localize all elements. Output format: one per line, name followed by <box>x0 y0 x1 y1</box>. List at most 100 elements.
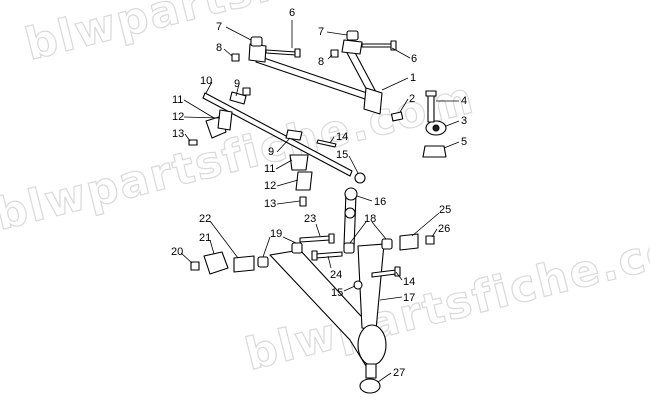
leader-27 <box>377 372 392 383</box>
callout-22: 22 <box>199 213 211 225</box>
nut-15-upper <box>354 172 366 184</box>
bushing-19-a <box>257 256 269 268</box>
bolt-6-right-head <box>390 40 397 51</box>
callout-26: 26 <box>438 223 450 235</box>
nut-20 <box>190 261 200 271</box>
bracket-12-right <box>295 171 313 191</box>
bracket-11-right <box>289 154 309 171</box>
callout-16: 16 <box>374 196 386 208</box>
leader-13b <box>276 200 301 205</box>
cap-5 <box>422 145 447 158</box>
callout-18: 18 <box>364 213 376 225</box>
bolt-23 <box>299 235 331 243</box>
callout-19: 19 <box>270 228 282 240</box>
bushing-7-right <box>346 30 359 41</box>
leader-22 <box>209 220 239 259</box>
bolt-4-head <box>425 90 437 97</box>
leader-lines <box>180 20 460 383</box>
callout-25: 25 <box>439 204 451 216</box>
leader-17 <box>379 296 403 301</box>
callout-labels: 1 2 3 4 5 6 6 7 7 8 8 9 9 10 11 11 12 12… <box>171 7 467 379</box>
sleeve-22 <box>233 255 255 273</box>
bushing-18-a <box>343 242 355 254</box>
callout-15a: 15 <box>336 149 348 161</box>
leader-8b <box>327 54 333 60</box>
nut-8-right <box>330 49 339 58</box>
ball-joint-27 <box>359 378 381 394</box>
callout-17: 17 <box>403 292 415 304</box>
bolt-23-head <box>328 233 335 244</box>
sleeve-25 <box>399 233 419 251</box>
leader-5 <box>443 141 460 149</box>
callout-3: 3 <box>461 115 467 127</box>
lower-arm-knuckle <box>357 324 387 366</box>
stud-27 <box>365 363 377 379</box>
leader-9b <box>276 137 291 153</box>
bushing-18-b <box>381 238 393 250</box>
callout-2: 2 <box>409 93 415 105</box>
upper-arm-sleeve <box>363 87 383 115</box>
callout-7a: 7 <box>216 21 222 33</box>
leader-21 <box>209 239 215 255</box>
leader-20 <box>180 252 193 264</box>
leader-19a <box>262 236 271 258</box>
watermark: blwpartsfiche.com blwpartsfiche.com blwp… <box>0 0 650 381</box>
bolt-6-left-head <box>294 48 301 58</box>
leader-8a <box>223 48 233 57</box>
callout-12b: 12 <box>264 180 276 192</box>
upper-arm-bracket-left <box>248 43 267 63</box>
leader-26 <box>431 228 438 238</box>
bolt-4 <box>427 93 435 123</box>
bolt-14-lower-head <box>394 266 401 277</box>
leader-11a <box>183 99 215 119</box>
leader-12b <box>276 179 299 187</box>
callout-27: 27 <box>393 367 405 379</box>
bracket-12-left <box>217 109 233 131</box>
bolt-24-head <box>311 250 318 261</box>
leader-7b <box>326 31 348 36</box>
callout-7b: 7 <box>318 26 324 38</box>
leader-12a <box>183 116 221 119</box>
nut-9-left <box>242 87 251 96</box>
callout-15b: 15 <box>331 287 343 299</box>
callout-11a: 11 <box>172 94 183 106</box>
leader-18a <box>349 221 367 244</box>
leader-15b <box>343 285 356 292</box>
clamp-9-left <box>229 91 247 105</box>
callout-23: 23 <box>304 213 316 225</box>
leader-10 <box>205 81 213 94</box>
callout-1: 1 <box>410 72 416 84</box>
leader-15a <box>348 155 359 174</box>
callout-14b: 14 <box>403 276 415 288</box>
leader-2 <box>399 98 409 113</box>
callout-10: 10 <box>200 75 212 87</box>
leader-1 <box>381 77 409 91</box>
bolt-6-left <box>265 49 297 56</box>
leader-25 <box>411 212 440 237</box>
leader-6b <box>391 47 411 59</box>
callout-14a: 14 <box>336 131 348 143</box>
upper-a-arm <box>231 30 447 158</box>
leader-16 <box>356 195 373 202</box>
leader-9a <box>235 83 240 97</box>
callout-13b: 13 <box>264 198 276 210</box>
callout-6b: 6 <box>411 53 417 65</box>
leader-18b <box>371 221 387 240</box>
callout-11b: 11 <box>264 163 275 175</box>
link-16-bottom <box>344 207 356 219</box>
ball-joint-3-center <box>432 124 440 132</box>
nut-8-left <box>231 53 240 62</box>
clamp-9-right <box>285 129 303 141</box>
upper-arm-bracket-right <box>341 39 363 55</box>
bolt-24 <box>315 251 343 259</box>
callout-5: 5 <box>461 136 467 148</box>
callout-8b: 8 <box>318 56 324 68</box>
callout-12a: 12 <box>172 111 184 123</box>
link-16-top <box>344 187 358 201</box>
spacer-2 <box>390 111 404 122</box>
callout-4: 4 <box>461 95 467 107</box>
callout-6a: 6 <box>289 7 295 19</box>
leader-3 <box>445 120 460 127</box>
leader-14b <box>395 271 403 281</box>
